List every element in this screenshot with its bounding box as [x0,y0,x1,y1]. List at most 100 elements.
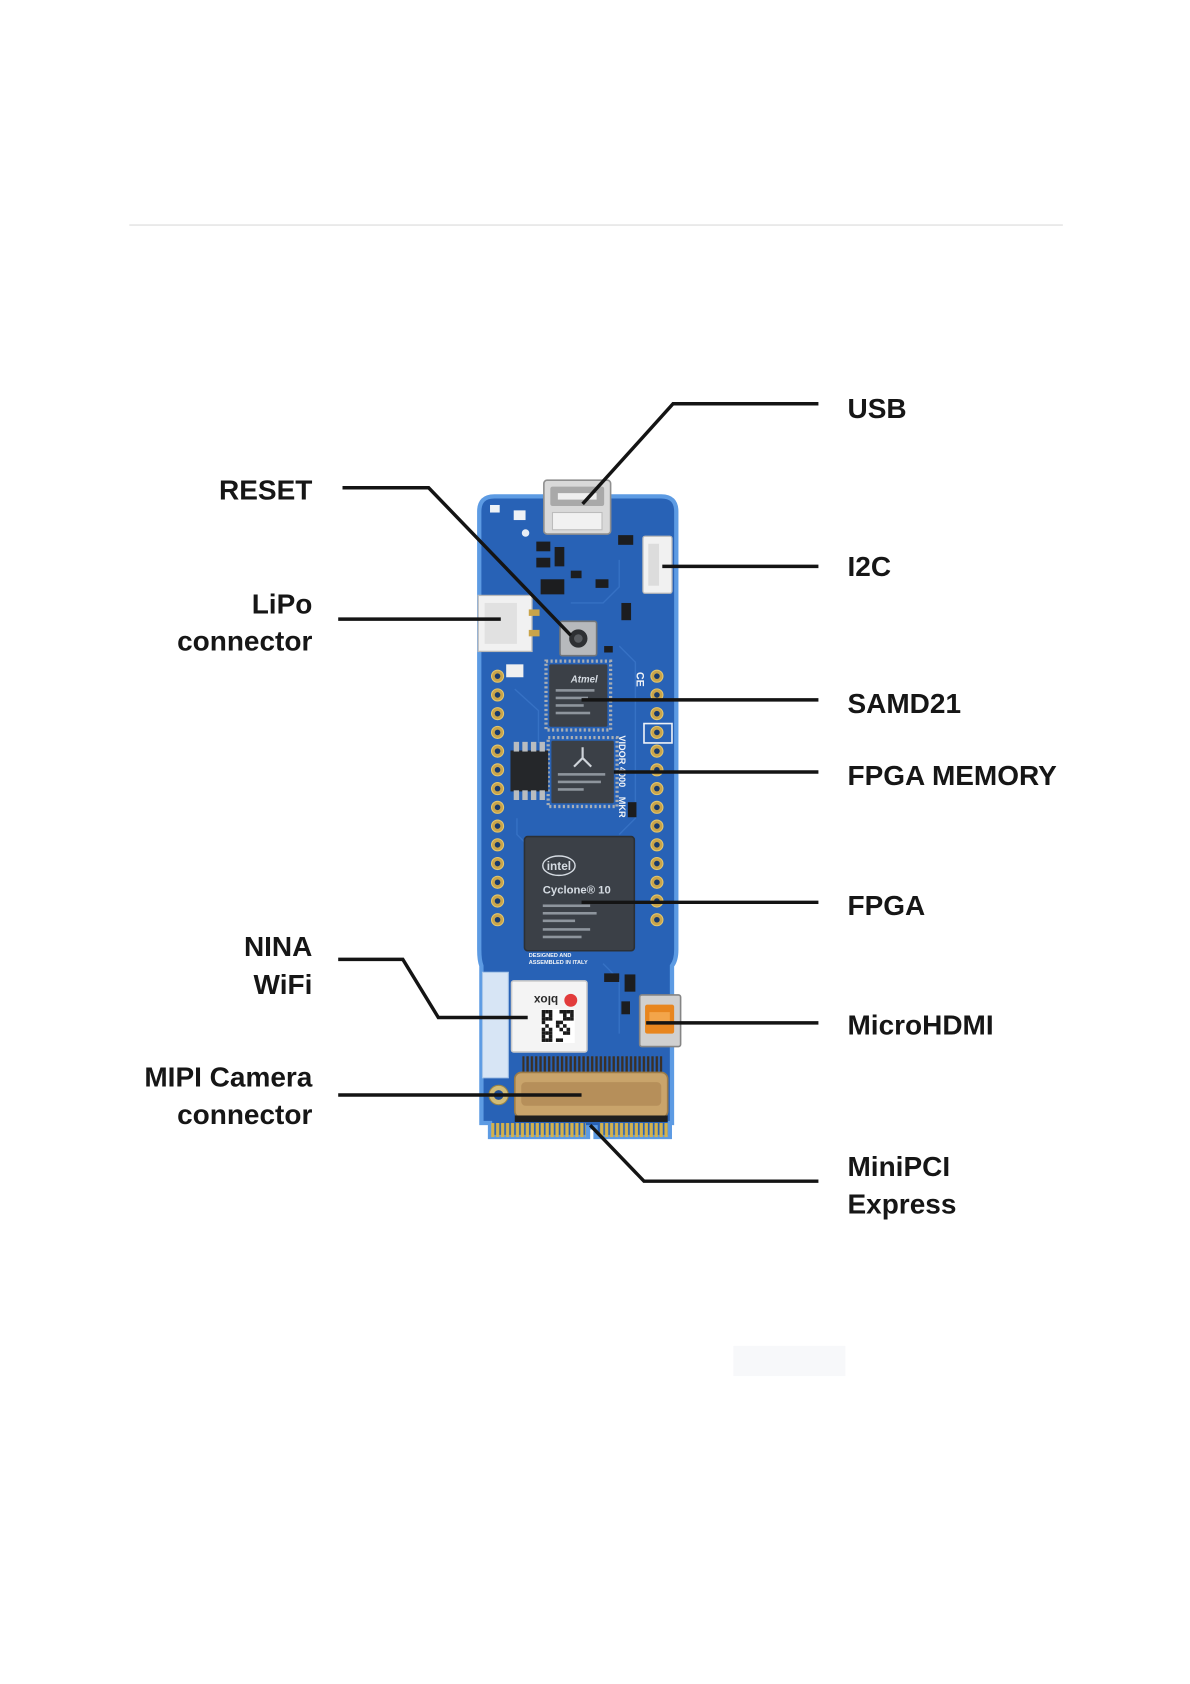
faint-block [733,1346,845,1376]
qr-cell [567,1031,571,1035]
smd-component [536,558,550,568]
soic-pin [531,790,536,800]
qr-cell [556,1021,560,1025]
qr-cell [549,1028,553,1032]
label-mini-pci-line1: MiniPCI [847,1151,950,1182]
qr-cell [545,1038,549,1042]
qr-code [541,1009,575,1043]
header-pin-left-hole [495,917,501,923]
board-name-silkscreen: VIDOR 4000 [617,735,627,787]
header-pin-left-hole [495,786,501,792]
smd-pad [514,510,526,520]
mipi-connector-base [515,1115,668,1121]
chip-marking-line [543,904,590,907]
chip-marking-line [556,689,595,692]
header-pin-left-hole [495,898,501,904]
label-mipi-line2: connector [177,1099,312,1130]
smd-component [625,974,636,991]
smd-pad [522,529,530,537]
header-pin-right-hole [654,673,660,679]
label-lipo-line2: connector [177,625,312,656]
usb-connector-base [552,513,602,530]
i2c-connector-slot [648,544,659,586]
header-pin-left-hole [495,861,501,867]
header-pin-left-hole [495,748,501,754]
micro-hdmi-connector [640,995,681,1047]
label-lipo-line1: LiPo [252,589,313,620]
header-pin-right-hole [654,692,660,698]
mkr-vidor-board: Atmel VIDOR 4000 MKR CE [478,480,680,1137]
qr-cell [542,1038,546,1042]
label-reset: RESET [219,475,312,506]
header-pin-left-hole [495,692,501,698]
soic-chip [510,742,548,800]
label-micro-hdmi: MicroHDMI [847,1010,993,1041]
header-pin-right-hole [654,823,660,829]
qr-cell [549,1035,553,1039]
qr-cell [570,1014,574,1018]
soic-pin [514,790,519,800]
qr-cell [570,1017,574,1021]
qr-cell [549,1038,553,1042]
qr-cell [542,1010,546,1014]
header-pin-left-hole [495,767,501,773]
mipi-camera-connector [515,1056,668,1122]
fpga-chip: intel Cyclone® 10 [524,837,634,951]
label-nina-line1: NINA [244,931,312,962]
label-mini-pci-line2: Express [847,1188,956,1219]
ce-mark: CE [633,672,645,687]
qr-cell [559,1028,563,1032]
origin-silkscreen-line1: DESIGNED AND [529,953,572,959]
origin-silkscreen-line2: ASSEMBLED IN ITALY [529,960,588,966]
smd-pad [490,505,500,513]
chip-marking-line [543,912,597,915]
qr-cell [559,1021,563,1025]
smd-component [541,579,565,594]
header-pin-right-hole [654,711,660,717]
qr-cell [567,1017,571,1021]
soic-pin [531,742,536,752]
soic-pin [522,790,527,800]
lipo-connector-housing [485,603,517,644]
header-pin-right-hole [654,879,660,885]
soic-pin [514,742,519,752]
label-samd21: SAMD21 [847,688,961,719]
ublox-logo: blox [533,993,558,1007]
qr-cell [567,1028,571,1032]
chip-marking-line [556,704,584,707]
chip-marking-line [556,712,590,715]
qr-cell [545,1010,549,1014]
smd-component [604,646,613,652]
qr-cell [542,1017,546,1021]
reset-button [560,621,597,655]
label-nina-line2: WiFi [254,969,313,1000]
header-pin-right-hole [654,786,660,792]
qr-cell [542,1035,546,1039]
qr-cell [542,1031,546,1035]
ublox-logo-icon [564,994,577,1007]
intel-logo: intel [547,859,571,873]
soic-pin [522,742,527,752]
qr-cell [563,1017,567,1021]
samd21-chip: Atmel [546,661,611,730]
fpga-family-marking: Cyclone® 10 [543,885,611,897]
qr-cell [549,1017,553,1021]
smd-component [628,802,637,817]
header-pin-left-hole [495,879,501,885]
header-pin-right-hole [654,730,660,736]
qr-cell [556,1024,560,1028]
smd-component [596,579,609,588]
smd-component [571,571,582,579]
header-pin-right-hole [654,861,660,867]
qr-cell [563,1031,567,1035]
label-fpga: FPGA [847,890,925,921]
label-mipi-line1: MIPI Camera [144,1061,312,1092]
qr-cell [563,1014,567,1018]
chip-marking-line [543,920,575,923]
mini-pcie-edge-pins-right [599,1123,669,1137]
header-pin-right-hole [654,842,660,848]
qr-cell [549,1031,553,1035]
lipo-connector-pin [529,630,540,636]
label-i2c: I2C [847,551,891,582]
